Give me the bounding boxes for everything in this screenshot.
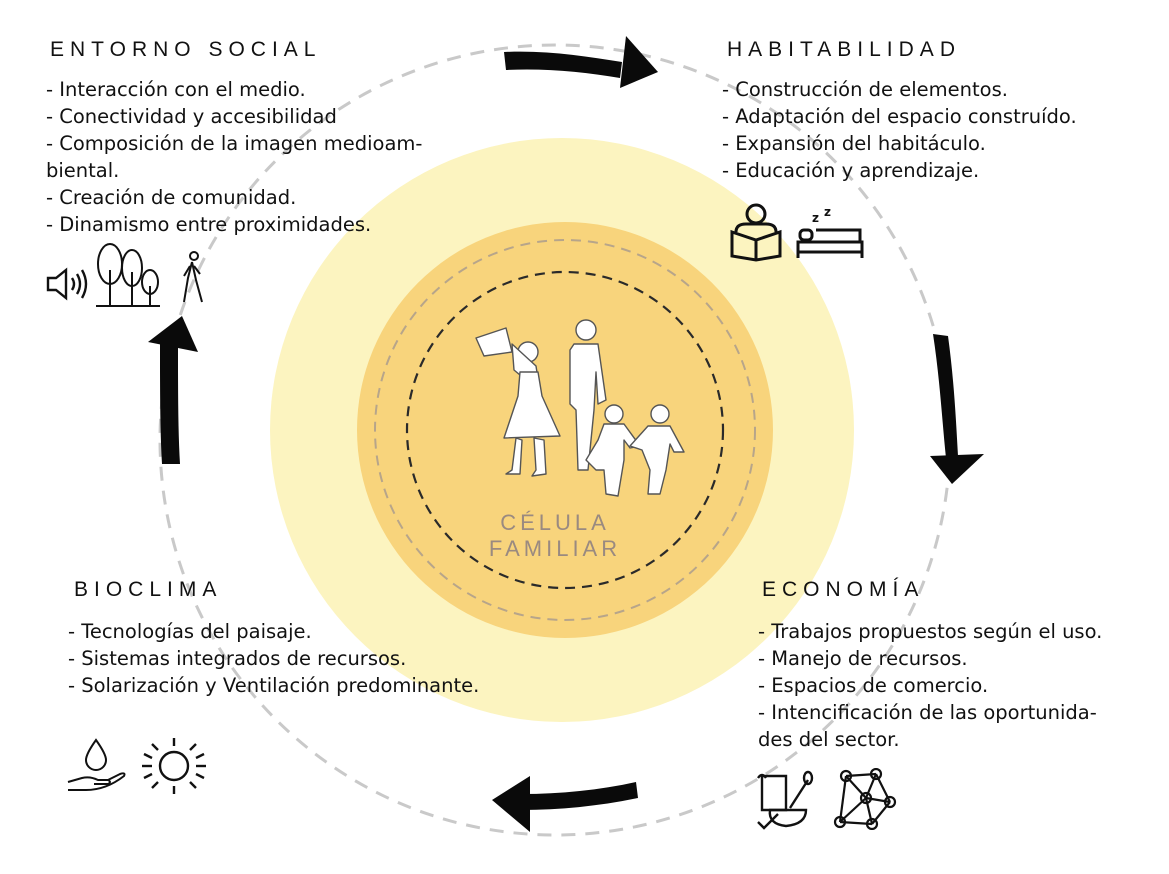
- list-item: biental.: [46, 157, 422, 184]
- list-item: - Dinamismo entre proximidades.: [46, 211, 422, 238]
- arrow-bottom-left: [492, 776, 638, 832]
- list-item: - Trabajos propuestos según el uso.: [758, 618, 1102, 645]
- center-label-line2: FAMILIAR: [450, 536, 660, 562]
- list-item: - Interacción con el medio.: [46, 76, 422, 103]
- economia-list: - Trabajos propuestos según el uso. - Ma…: [758, 618, 1102, 753]
- habitabilidad-list: - Construcción de elementos. - Adaptació…: [722, 76, 1077, 184]
- walking-person-icon: [178, 250, 208, 306]
- water-drop-hand-icon: [66, 738, 128, 794]
- network-icon: [832, 768, 898, 830]
- core-orange-circle: [357, 222, 773, 638]
- speaker-icon: [44, 266, 90, 302]
- list-item: - Educación y aprendizaje.: [722, 157, 1077, 184]
- list-item: - Manejo de recursos.: [758, 645, 1102, 672]
- arrow-right-down: [930, 334, 984, 484]
- entorno-social-title: ENTORNO SOCIAL: [50, 38, 321, 62]
- bioclima-list: - Tecnologías del paisaje. - Sistemas in…: [68, 618, 479, 699]
- list-item: - Intencificación de las oportunida-: [758, 699, 1102, 726]
- svg-text:z: z: [824, 206, 831, 219]
- bioclima-title: BIOCLIMA: [74, 578, 222, 602]
- list-item: - Composición de la imagen medioam-: [46, 130, 422, 157]
- center-label-line1: CÉLULA: [450, 510, 660, 536]
- list-item: - Creación de comunidad.: [46, 184, 422, 211]
- list-item: - Sistemas integrados de recursos.: [68, 645, 479, 672]
- economia-title: ECONOMÍA: [762, 578, 924, 602]
- arrow-top-right: [504, 36, 658, 88]
- list-item: - Conectividad y accesibilidad: [46, 103, 422, 130]
- list-item: - Expansión del habitáculo.: [722, 130, 1077, 157]
- list-item: - Tecnologías del paisaje.: [68, 618, 479, 645]
- habitabilidad-title: HABITABILIDAD: [727, 38, 961, 62]
- arrow-left-up: [148, 316, 198, 464]
- entorno-social-list: - Interacción con el medio. - Conectivid…: [46, 76, 422, 238]
- list-item: - Adaptación del espacio construído.: [722, 103, 1077, 130]
- sun-icon: [138, 736, 210, 796]
- svg-text:z: z: [812, 211, 819, 225]
- list-item: des del sector.: [758, 726, 1102, 753]
- trees-icon: [94, 240, 162, 310]
- list-item: - Espacios de comercio.: [758, 672, 1102, 699]
- list-item: - Construcción de elementos.: [722, 76, 1077, 103]
- baking-tools-icon: [756, 770, 814, 830]
- list-item: - Solarización y Ventilación predominant…: [68, 672, 479, 699]
- sleeping-bed-icon: z z: [796, 206, 864, 260]
- reading-person-icon: [726, 202, 786, 262]
